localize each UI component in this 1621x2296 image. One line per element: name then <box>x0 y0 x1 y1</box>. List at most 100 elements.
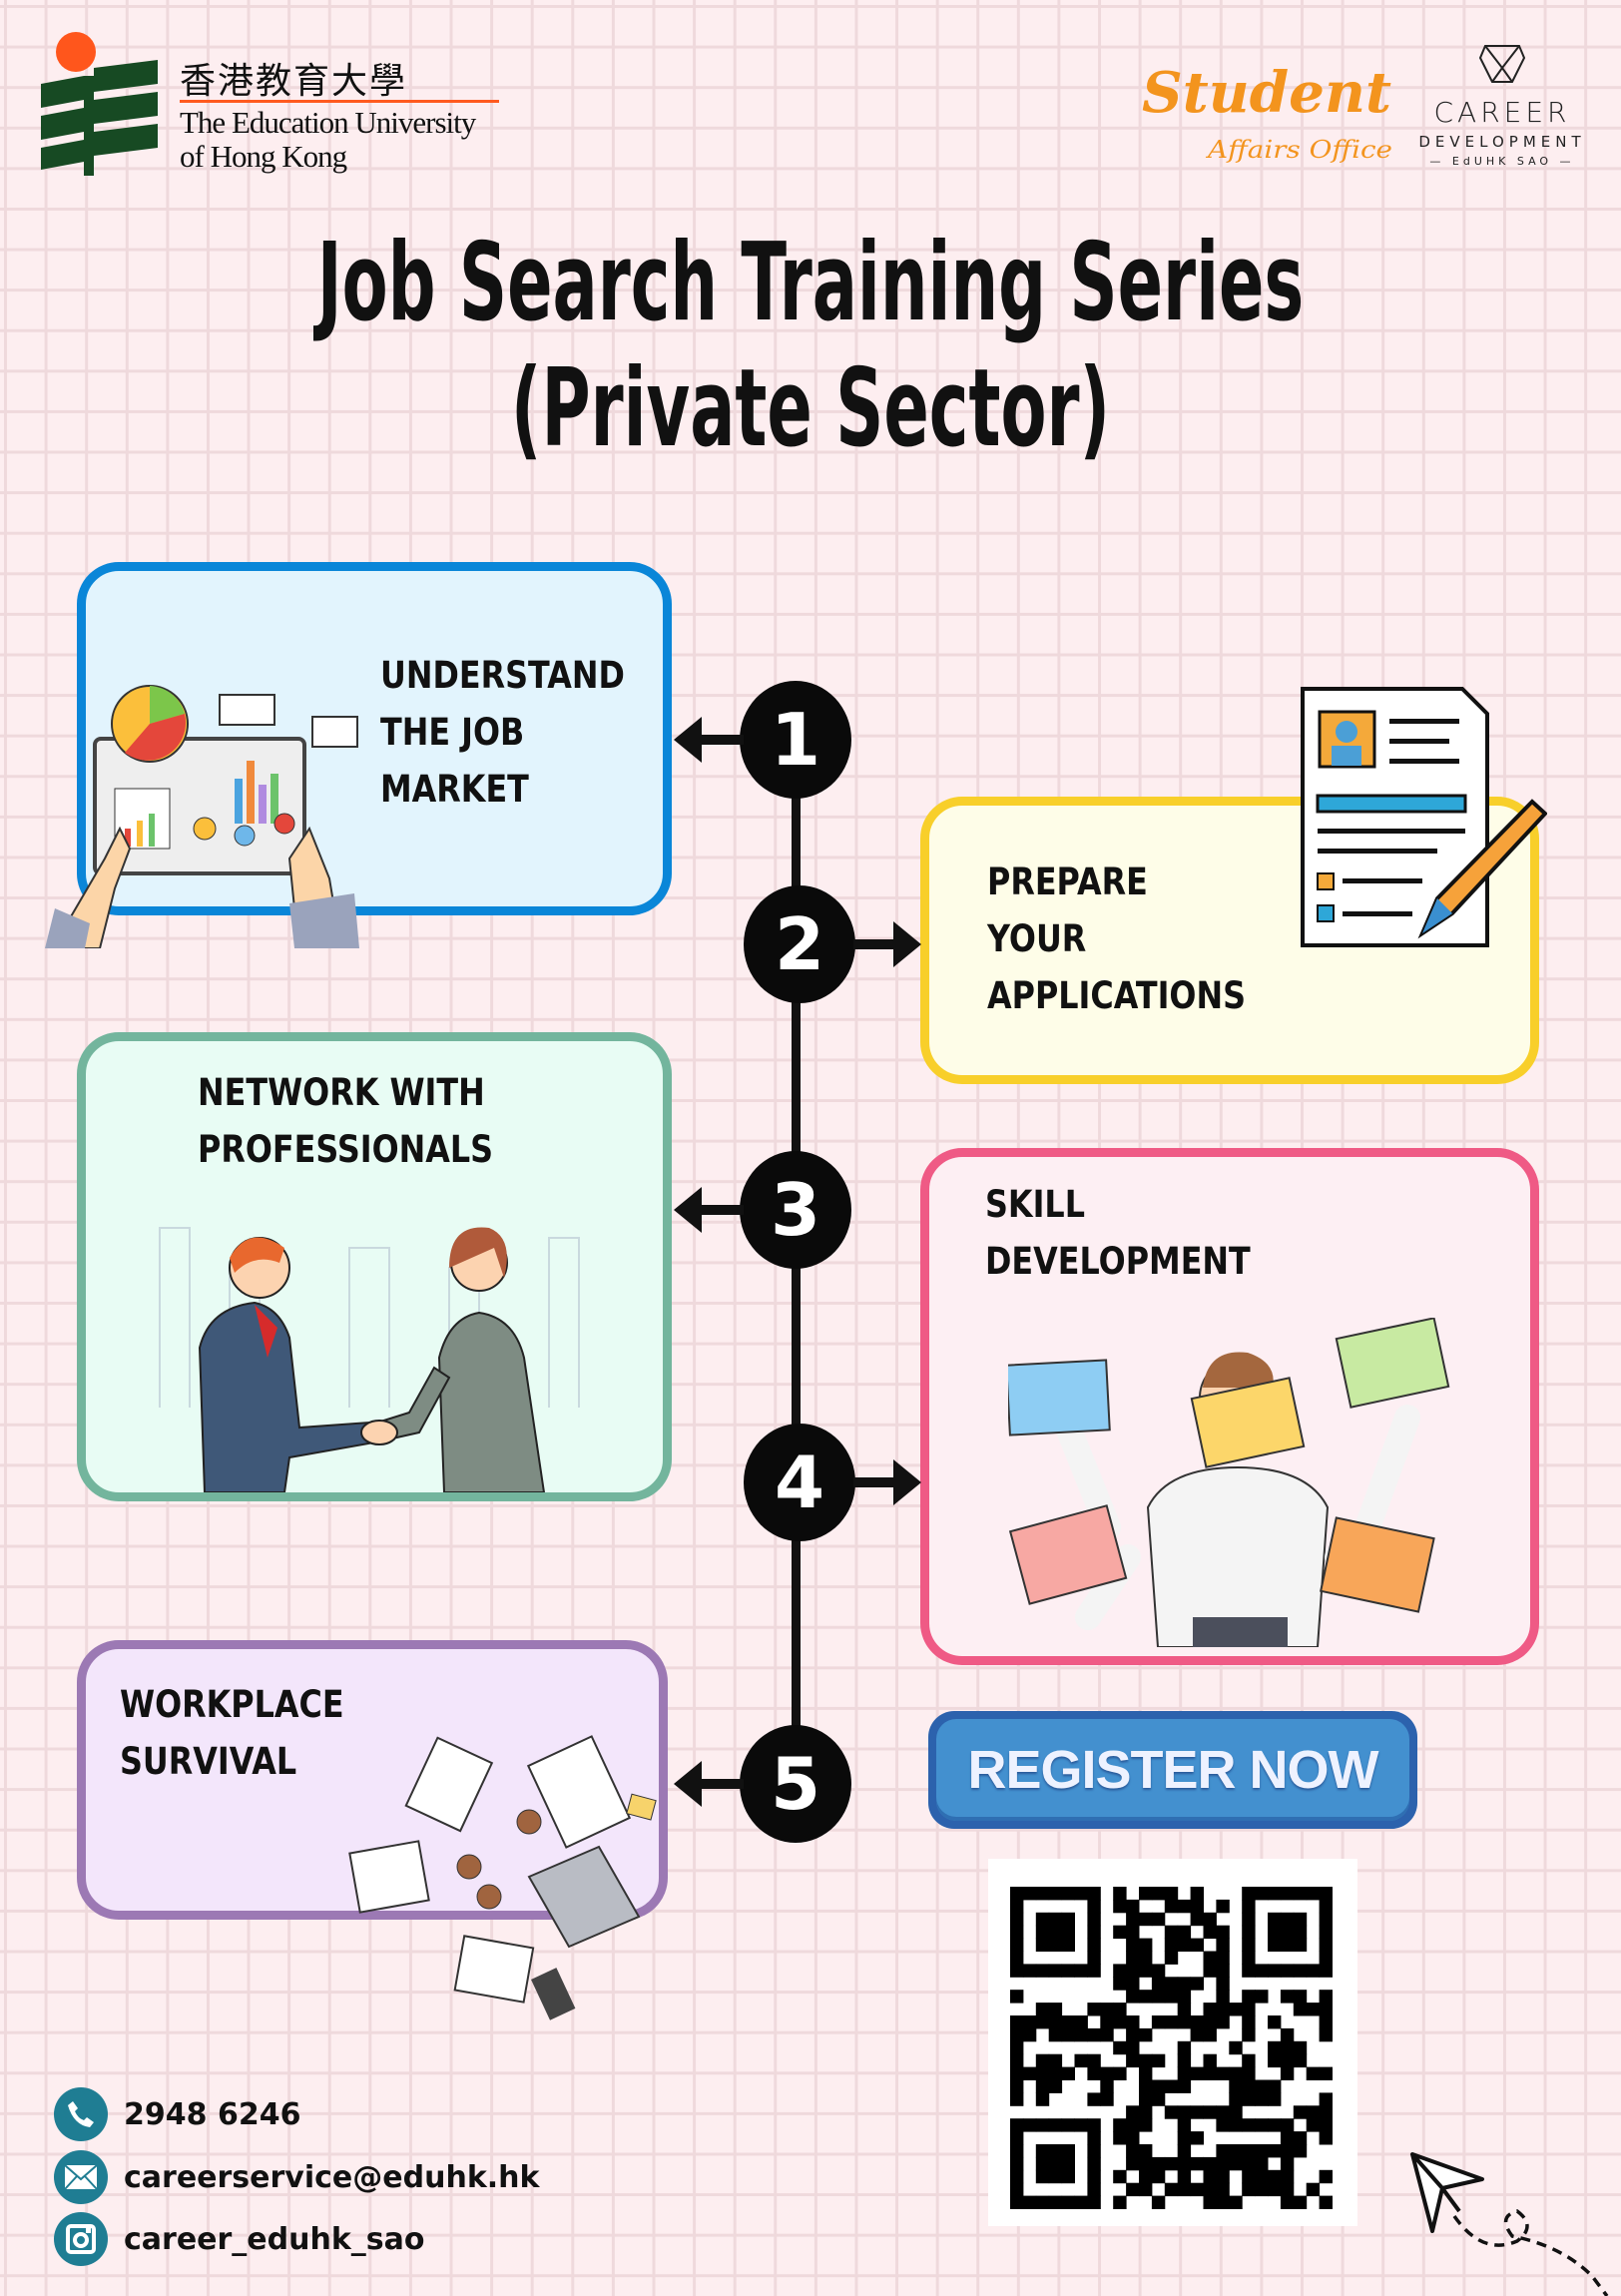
qr-code-image <box>1010 1887 1333 2209</box>
phone-icon <box>54 2087 108 2141</box>
qr-module <box>1216 1899 1230 1914</box>
qr-module <box>1074 2118 1088 2132</box>
qr-module <box>1164 2079 1179 2093</box>
qr-module <box>1035 2092 1050 2106</box>
qr-module <box>1216 1938 1230 1952</box>
qr-module <box>1190 2105 1204 2119</box>
university-name-chinese: 香港教育大學 <box>180 61 408 102</box>
registration-qr-code[interactable] <box>988 1859 1357 2226</box>
qr-module <box>1293 1990 1308 2004</box>
qr-module <box>1280 1990 1295 2004</box>
contact-phone[interactable]: 2948 6246 <box>54 2087 300 2141</box>
emotion-masks-illustration <box>1008 1318 1450 1647</box>
qr-module <box>1242 2092 1256 2106</box>
qr-module <box>1229 2118 1243 2132</box>
qr-module <box>1087 1887 1101 1901</box>
qr-module <box>1087 2003 1101 2016</box>
qr-module <box>1177 2144 1192 2158</box>
qr-module <box>1126 2131 1140 2145</box>
qr-module <box>1074 2195 1088 2209</box>
qr-module <box>1268 1887 1282 1901</box>
qr-module <box>1319 1925 1333 1940</box>
contact-email[interactable]: careerservice@eduhk.hk <box>54 2150 539 2204</box>
qr-module <box>1126 1977 1140 1991</box>
qr-module <box>1268 2053 1282 2068</box>
qr-module <box>1087 2092 1101 2106</box>
qr-module <box>1177 1899 1192 1914</box>
qr-module <box>1319 1964 1333 1978</box>
qr-module <box>1048 2066 1063 2080</box>
contact-instagram[interactable]: career_eduhk_sao <box>54 2212 425 2266</box>
qr-module <box>1164 1977 1179 1991</box>
qr-module <box>1216 1990 1230 2004</box>
qr-module <box>1035 2053 1050 2068</box>
qr-module <box>1203 1925 1217 1940</box>
qr-module <box>1087 2053 1101 2068</box>
university-name-line: of Hong Kong <box>180 139 347 174</box>
title-line-2: (Private Sector) <box>510 346 1111 471</box>
qr-module <box>1022 2027 1037 2042</box>
qr-module <box>1242 2079 1256 2093</box>
qr-module <box>1035 1887 1050 1901</box>
qr-module <box>1087 2066 1101 2080</box>
qr-module <box>1061 1938 1075 1952</box>
qr-module <box>1319 1990 1333 2004</box>
qr-module <box>1010 2169 1024 2184</box>
qr-module <box>1048 2195 1063 2209</box>
qr-module <box>1035 1925 1050 1940</box>
qr-module <box>1035 2156 1050 2171</box>
step-4-arrow <box>853 1477 898 1487</box>
qr-module <box>1293 1964 1308 1978</box>
qr-module <box>1319 2169 1333 2184</box>
qr-module <box>1203 2053 1217 2068</box>
qr-module <box>1319 2027 1333 2042</box>
qr-module <box>1190 2015 1204 2029</box>
qr-module <box>1139 2105 1153 2119</box>
qr-module <box>1100 2079 1114 2093</box>
qr-module <box>1242 1912 1256 1927</box>
qr-module <box>1216 2003 1230 2016</box>
qr-module <box>1280 2118 1295 2132</box>
step-1-number-badge: 1 <box>740 681 851 799</box>
qr-module <box>1216 2066 1230 2080</box>
qr-module <box>1190 1899 1204 1914</box>
qr-module <box>1010 1925 1024 1940</box>
qr-module <box>1229 2066 1243 2080</box>
step-label-line: SURVIVAL <box>120 1740 297 1783</box>
qr-module <box>1319 2105 1333 2119</box>
qr-module <box>1216 1925 1230 1940</box>
qr-module <box>1048 1938 1063 1952</box>
qr-module <box>1319 1912 1333 1927</box>
register-now-button[interactable]: REGISTER NOW <box>928 1711 1417 1829</box>
resume-pencil-illustration <box>1301 687 1547 947</box>
qr-module <box>1242 2066 1256 2080</box>
qr-module <box>1126 2105 1140 2119</box>
arrow-left-icon <box>674 1761 702 1807</box>
qr-module <box>1319 2066 1333 2080</box>
qr-module <box>1268 2015 1282 2029</box>
qr-module <box>1177 2040 1192 2055</box>
qr-module <box>1190 1938 1204 1952</box>
meeting-table-illustration <box>348 1735 657 2020</box>
qr-module <box>1203 2195 1217 2209</box>
qr-module <box>1061 1887 1075 1901</box>
qr-module <box>1177 2066 1192 2080</box>
qr-module <box>1100 2027 1114 2042</box>
qr-module <box>1216 2105 1230 2119</box>
qr-module <box>1229 2003 1243 2016</box>
qr-module <box>1113 1899 1127 1914</box>
qr-module <box>1306 1887 1321 1901</box>
qr-module <box>1010 2118 1024 2132</box>
qr-module <box>1177 2131 1192 2145</box>
step-3-label: NETWORK WITH PROFESSIONALS <box>198 1064 493 1178</box>
qr-module <box>1139 2144 1153 2158</box>
qr-module <box>1048 2003 1063 2016</box>
qr-module <box>1151 1977 1166 1991</box>
qr-module <box>1087 2027 1101 2042</box>
qr-module <box>1255 2169 1269 2184</box>
qr-module <box>1022 2118 1037 2132</box>
eduhk-logo <box>36 32 166 177</box>
step-label-line: UNDERSTAND <box>380 654 625 697</box>
handshake-illustration <box>159 1227 580 1492</box>
qr-module <box>1255 2079 1269 2093</box>
